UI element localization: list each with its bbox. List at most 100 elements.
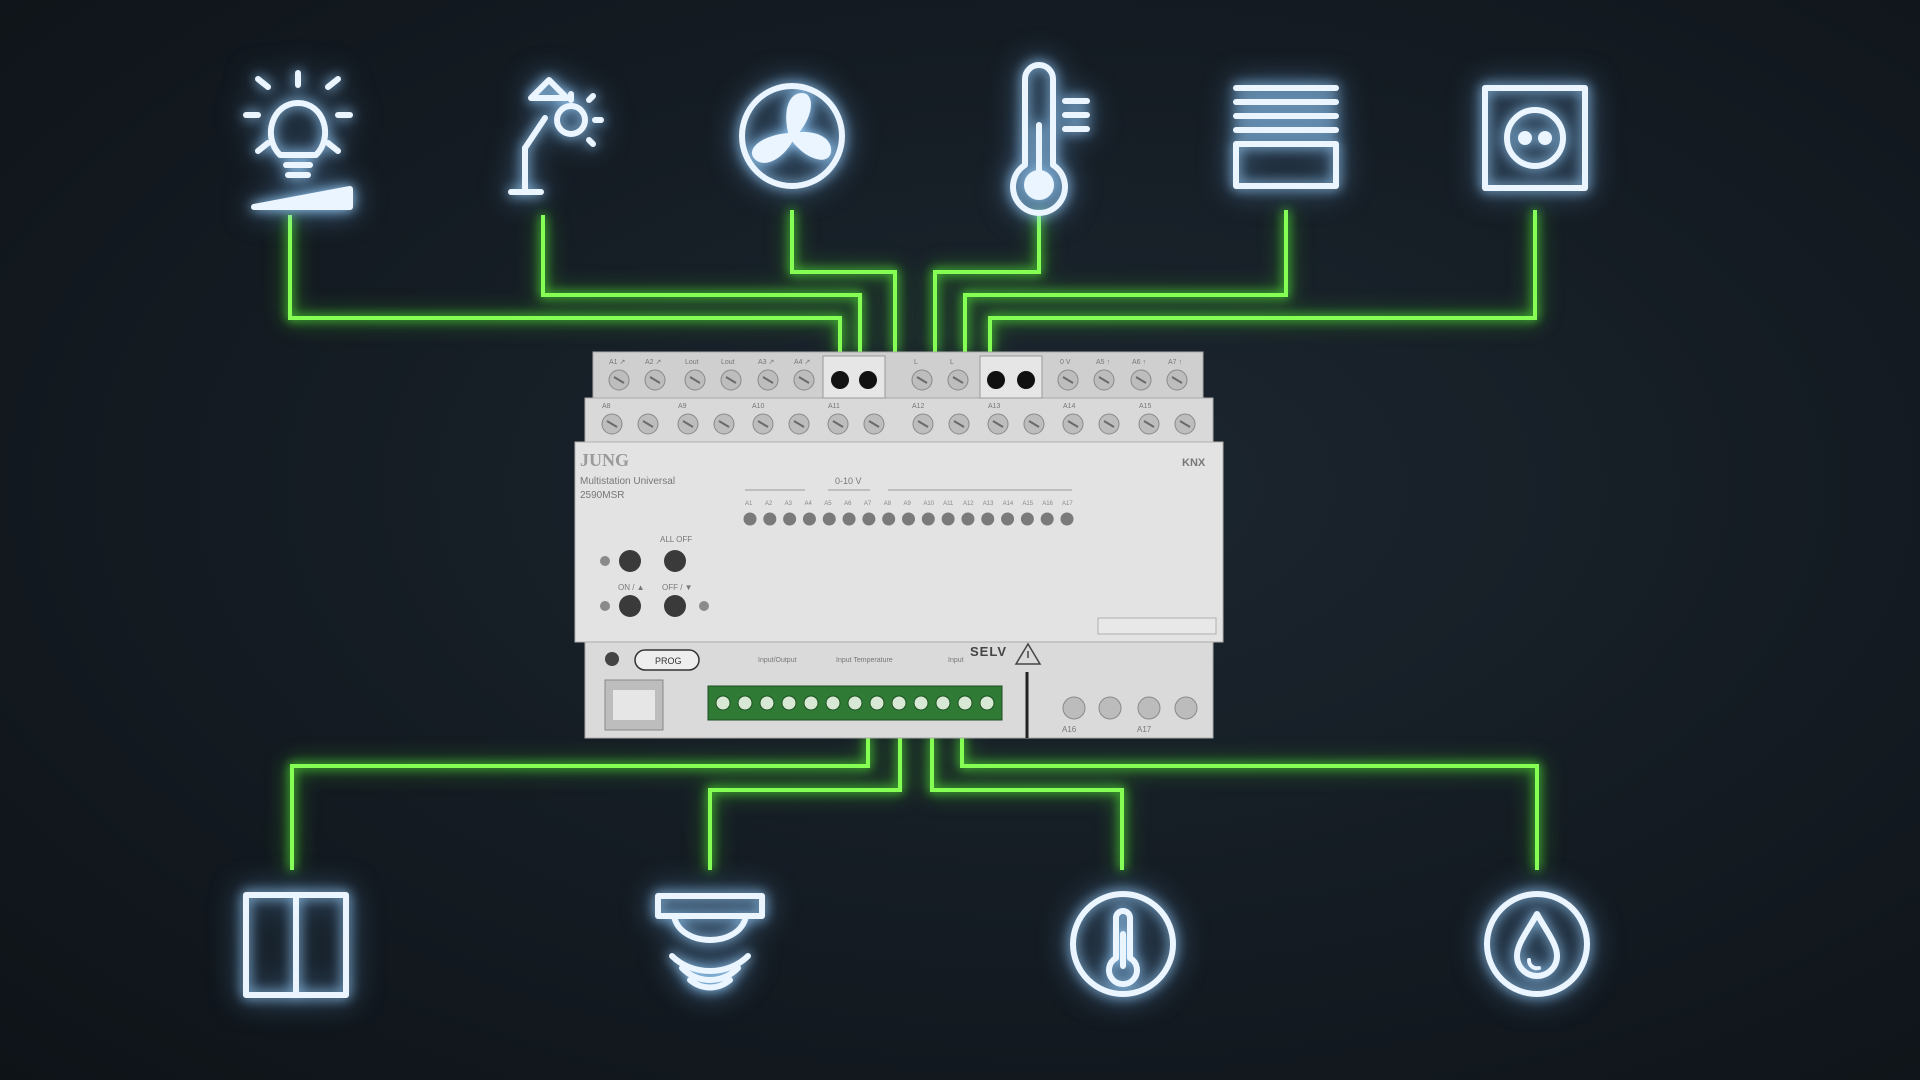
on-led	[600, 601, 610, 611]
top-terminal-label: A4 ↗	[794, 359, 810, 366]
manual-mode-led	[600, 556, 610, 566]
top-screw-r5-slot	[1135, 376, 1147, 384]
status-led-label: A13	[983, 501, 994, 507]
status-led-label: A12	[963, 501, 974, 507]
status-led-label: A6	[844, 501, 852, 507]
screw-a16-2	[1098, 696, 1122, 720]
model-name: Multistation Universal	[580, 476, 675, 487]
green-terminal-hole	[847, 695, 863, 711]
mid-screw-12-slot	[1028, 420, 1040, 428]
brand-logo: JUNG	[580, 450, 629, 470]
mid-terminal-label: A10	[752, 403, 765, 410]
wire-motion	[708, 735, 902, 870]
wire-water	[960, 735, 1539, 870]
input-output-label: Input/Output	[758, 657, 797, 664]
status-led	[1060, 512, 1074, 526]
status-led	[763, 512, 777, 526]
label-holder	[1097, 617, 1217, 635]
black-hole-2	[859, 371, 877, 389]
all-off-button[interactable]	[664, 550, 686, 572]
mid-terminal-label: A15	[1139, 403, 1152, 410]
blinds-icon	[1233, 85, 1339, 189]
status-led	[842, 512, 856, 526]
top-terminal-label: L	[914, 359, 918, 366]
status-led	[941, 512, 955, 526]
green-terminal-hole	[715, 695, 731, 711]
top-terminal-label: Lout	[721, 359, 735, 366]
top-screw-4-slot	[725, 376, 737, 384]
wires-bottom	[290, 735, 1539, 870]
desk-lamp-icon	[508, 77, 604, 195]
status-led-label: A2	[765, 501, 773, 507]
status-led	[1040, 512, 1054, 526]
green-terminal-hole	[869, 695, 885, 711]
bus-connector-inner	[613, 690, 655, 720]
manual-mode-button[interactable]	[619, 550, 641, 572]
off-down-button[interactable]	[664, 595, 686, 617]
status-led-label: A15	[1022, 501, 1033, 507]
wire-thermometer	[933, 210, 1041, 352]
wires-top	[288, 210, 1537, 352]
wire-light	[288, 215, 842, 352]
status-led-label: A5	[824, 501, 832, 507]
status-led-label: A16	[1042, 501, 1053, 507]
status-led-label: A9	[904, 501, 912, 507]
top-terminal-label-right: A7 ↑	[1168, 359, 1182, 366]
status-led-label: A14	[1003, 501, 1014, 507]
water-drop-sensor-icon	[1484, 891, 1590, 997]
green-terminal-hole	[759, 695, 775, 711]
green-terminal-hole	[737, 695, 753, 711]
status-led	[921, 512, 935, 526]
green-terminal-hole	[825, 695, 841, 711]
top-screw-6-slot	[798, 376, 810, 384]
mid-screw-11-slot	[992, 420, 1004, 428]
prog-led	[605, 652, 619, 666]
status-led	[882, 512, 896, 526]
mid-screw-13-slot	[1067, 420, 1079, 428]
status-led	[902, 512, 915, 526]
wire-blinds	[963, 210, 1288, 352]
motion-sensor-icon	[655, 893, 765, 991]
black-hole-1	[831, 371, 849, 389]
mid-terminal-label: A11	[828, 403, 840, 410]
mid-screws	[601, 413, 1196, 435]
green-terminal-holes	[715, 695, 995, 711]
top-terminal-label: L	[950, 359, 954, 366]
status-led-label: A7	[864, 501, 872, 507]
status-led	[1001, 512, 1015, 526]
wire-fan	[790, 210, 897, 352]
wire-window	[290, 735, 870, 870]
dimmable-light-icon	[243, 70, 353, 210]
all-off-label: ALL OFF	[660, 535, 692, 544]
top-screw-r3-slot	[1062, 376, 1074, 384]
mid-terminal-label: A13	[988, 403, 1001, 410]
mid-screw-3-slot	[682, 420, 694, 428]
green-terminal-hole	[957, 695, 973, 711]
socket-icon	[1482, 85, 1588, 191]
status-led	[822, 512, 836, 526]
top-screws	[608, 369, 1188, 391]
status-led-label: A10	[923, 501, 934, 507]
temperature-sensor-icon	[1070, 891, 1176, 997]
screw-a17-2	[1174, 696, 1198, 720]
off-label: OFF / ▼	[662, 583, 693, 592]
prog-button[interactable]	[634, 649, 700, 671]
selv-label: SELV	[970, 644, 1007, 659]
status-led-label: A3	[785, 501, 793, 507]
mid-terminal-label: A8	[602, 403, 611, 410]
on-label: ON / ▲	[618, 583, 645, 592]
status-led-label: A11	[943, 501, 954, 507]
top-screw-r6-slot	[1171, 376, 1183, 384]
mid-screw-5-slot	[757, 420, 769, 428]
mid-screw-4-slot	[718, 420, 730, 428]
on-up-button[interactable]	[619, 595, 641, 617]
wire-lamp	[541, 215, 862, 352]
bottom-label-a17: A17	[1137, 725, 1152, 734]
black-hole-4	[1017, 371, 1035, 389]
mid-screw-1-slot	[606, 420, 618, 428]
top-terminal-label-right: 0 V	[1060, 359, 1071, 366]
status-led-label: A4	[804, 501, 812, 507]
status-led-label: A1	[745, 501, 753, 507]
